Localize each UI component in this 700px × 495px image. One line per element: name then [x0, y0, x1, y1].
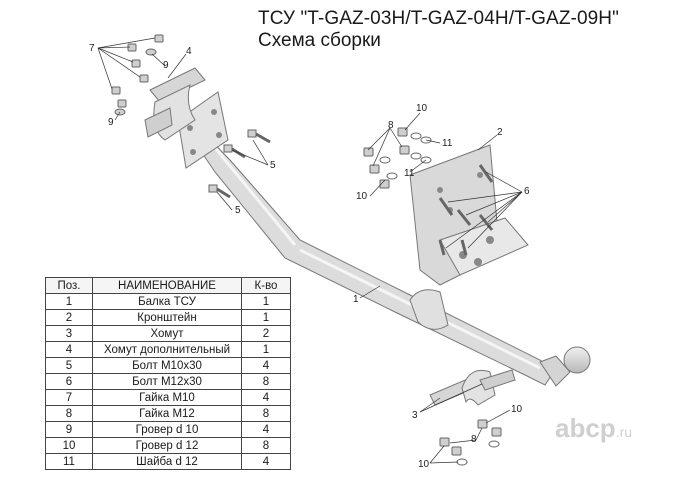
lower-fasteners — [439, 419, 502, 466]
callout-11a: 11 — [442, 138, 453, 149]
callout-9a: 9 — [163, 60, 169, 71]
cell-position: 7 — [45, 389, 93, 406]
header-position: Поз. — [45, 277, 93, 294]
callout-6: 6 — [524, 186, 530, 197]
cell-name: Болт М10х30 — [92, 357, 242, 374]
callout-1: 1 — [353, 294, 359, 305]
cell-quantity: 8 — [241, 437, 291, 454]
cell-position: 9 — [45, 421, 93, 438]
watermark-logo: abcp.ru — [555, 413, 632, 444]
cell-name: Гайка М12 — [92, 405, 242, 422]
callout-8a: 8 — [388, 120, 394, 131]
bracket-fasteners — [363, 127, 432, 189]
cell-quantity: 1 — [241, 293, 291, 310]
callout-3: 3 — [412, 410, 418, 421]
cell-position: 4 — [45, 341, 93, 358]
callout-8b: 8 — [471, 434, 477, 445]
cell-quantity: 1 — [241, 309, 291, 326]
callout-7: 7 — [89, 43, 95, 54]
cell-position: 8 — [45, 405, 93, 422]
cell-position: 10 — [45, 437, 93, 454]
callout-10b: 10 — [356, 191, 368, 202]
cell-name: Хомут дополнительный — [92, 341, 242, 358]
cell-name: Балка ТСУ — [92, 293, 242, 310]
cell-quantity: 8 — [241, 405, 291, 422]
callout-10a: 10 — [416, 103, 428, 114]
cell-name: Болт М12х30 — [92, 373, 242, 390]
cell-position: 11 — [45, 453, 93, 470]
callout-4: 4 — [186, 46, 192, 57]
tow-ball — [539, 346, 591, 387]
callout-5b: 5 — [235, 205, 241, 216]
bracket-part — [409, 144, 529, 286]
clamp-part — [429, 369, 516, 406]
header-quantity: К-во — [241, 277, 291, 294]
drawing-subtitle: Схема сборки — [258, 30, 381, 51]
cell-name: Гровер d 12 — [92, 437, 242, 454]
logo-domain-text: .ru — [615, 424, 633, 440]
callout-5a: 5 — [270, 160, 276, 171]
logo-main-text: abcp — [555, 413, 616, 443]
cell-position: 3 — [45, 325, 93, 342]
leader-lines — [97, 37, 523, 464]
beam-plate — [177, 91, 229, 169]
cell-quantity: 2 — [241, 325, 291, 342]
cell-quantity: 4 — [241, 421, 291, 438]
callout-11b: 11 — [404, 168, 415, 179]
header-name: НАИМЕНОВАНИЕ — [92, 277, 242, 294]
cell-name: Гайка М10 — [92, 389, 242, 406]
cell-quantity: 8 — [241, 373, 291, 390]
socket-plate — [409, 289, 449, 330]
cell-position: 1 — [45, 293, 93, 310]
cell-name: Кронштейн — [92, 309, 242, 326]
cell-name: Шайба d 12 — [92, 453, 242, 470]
cell-quantity: 4 — [241, 453, 291, 470]
cell-name: Гровер d 10 — [92, 421, 242, 438]
additional-clamp-part — [144, 67, 206, 141]
callout-10d: 10 — [418, 459, 430, 470]
callout-2: 2 — [497, 127, 503, 138]
table-header-row: Поз. НАИМЕНОВАНИЕ К-во — [45, 277, 291, 294]
cell-quantity: 4 — [241, 357, 291, 374]
drawing-title: ТСУ "T-GAZ-03H/T-GAZ-04H/T-GAZ-09H" — [258, 8, 619, 29]
cell-quantity: 1 — [241, 341, 291, 358]
callout-numbers: 7 4 9 9 5 5 10 8 11 11 10 2 6 1 3 10 8 1… — [89, 43, 530, 470]
clamp-fasteners — [111, 34, 164, 116]
cell-quantity: 4 — [241, 389, 291, 406]
cell-position: 2 — [45, 309, 93, 326]
cell-name: Хомут — [92, 325, 242, 342]
callout-10c: 10 — [511, 404, 523, 415]
cell-position: 5 — [45, 357, 93, 374]
cell-position: 6 — [45, 373, 93, 390]
callout-9b: 9 — [108, 117, 114, 128]
bolts-m12 — [438, 164, 494, 256]
